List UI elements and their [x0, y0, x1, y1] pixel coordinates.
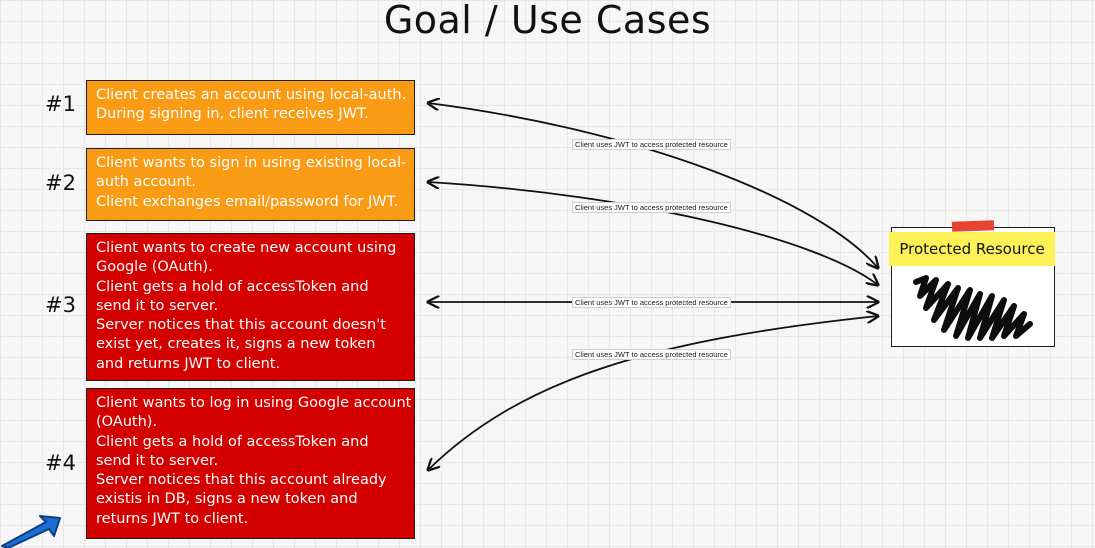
- case-box-3: Client wants to create new account using…: [86, 233, 415, 381]
- case-number-1: #1: [45, 92, 76, 116]
- scribble-redaction-icon: [913, 275, 1033, 341]
- edge-label-3: Client uses JWT to access protected reso…: [572, 297, 731, 308]
- case-box-2: Client wants to sign in using existing l…: [86, 148, 415, 221]
- tape-icon: [951, 220, 995, 232]
- case-number-3: #3: [45, 293, 76, 317]
- case-number-2: #2: [45, 171, 76, 195]
- edge-label-2: Client uses JWT to access protected reso…: [572, 202, 731, 213]
- edge-label-1: Client uses JWT to access protected reso…: [572, 139, 731, 150]
- protected-resource-box: Protected Resource: [889, 220, 1055, 347]
- cursor-arrow-icon: [1, 515, 61, 548]
- edge-label-4: Client uses JWT to access protected reso…: [572, 349, 731, 360]
- case-number-4: #4: [45, 451, 76, 475]
- protected-resource-title: Protected Resource: [889, 232, 1055, 266]
- case-box-1: Client creates an account using local-au…: [86, 80, 415, 135]
- arrow-case-2: [428, 182, 878, 285]
- arrow-case-4: [428, 316, 878, 470]
- arrow-case-1: [428, 103, 878, 268]
- page-title: Goal / Use Cases: [383, 0, 712, 42]
- case-box-4: Client wants to log in using Google acco…: [86, 388, 415, 539]
